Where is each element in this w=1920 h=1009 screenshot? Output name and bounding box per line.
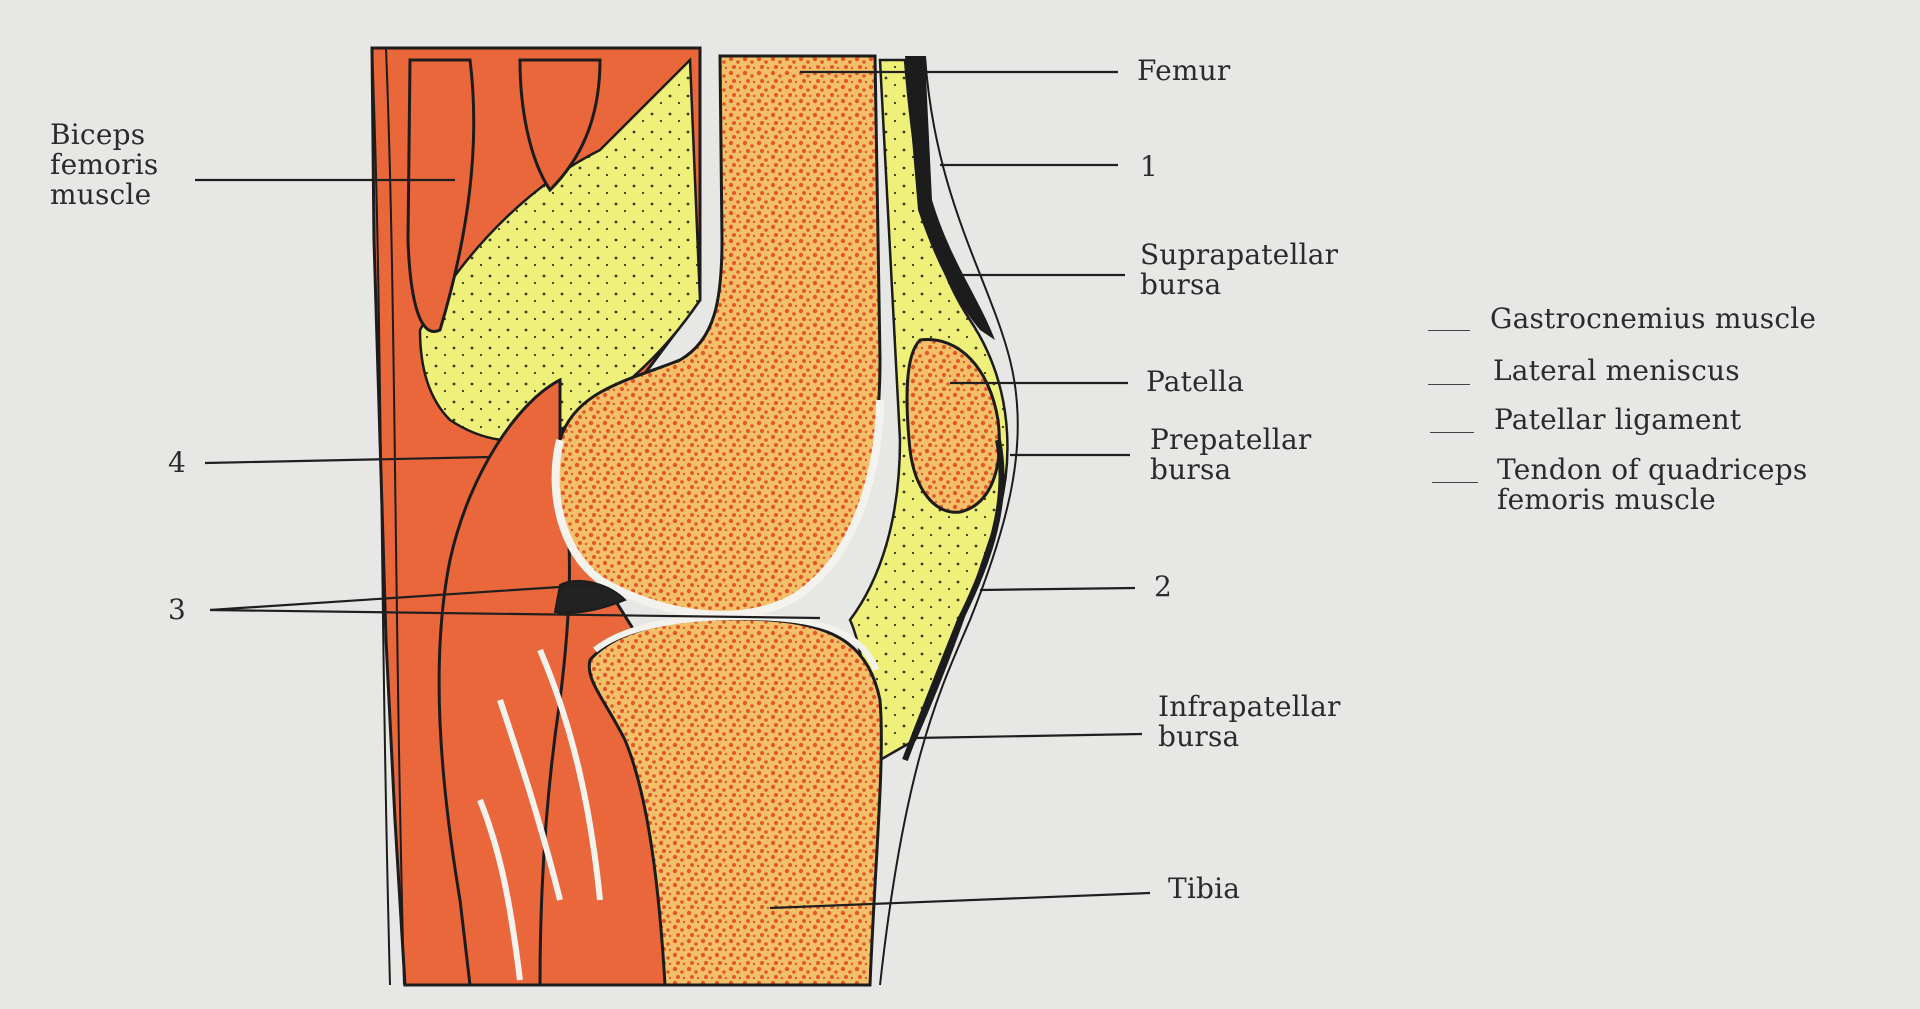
answer-patellar-ligament: Patellar ligament: [1494, 403, 1742, 436]
label-femur: Femur: [1137, 54, 1231, 87]
label-patella: Patella: [1146, 365, 1245, 398]
leader-3b: [209, 608, 821, 620]
leader-2: [979, 586, 1136, 592]
leader-lines: [195, 70, 1151, 910]
calf-tendon-strands: [477, 648, 603, 981]
label-biceps-femoris-muscle: Biceps femoris muscle: [50, 118, 159, 211]
label-infrapatellar-bursa: Infrapatellar bursa: [1158, 690, 1341, 753]
leader-tibia: [769, 891, 1151, 910]
answer-tendon-of-quadriceps-femoris-muscle: Tendon of quadriceps femoris muscle: [1497, 453, 1808, 516]
gastrocnemius-muscle: [437, 377, 571, 987]
label-number-1: 1: [1140, 150, 1159, 183]
leader-3a: [209, 583, 591, 612]
meniscus: [553, 580, 627, 614]
anterior-skin-outline: [879, 55, 1019, 986]
leader-infrapatellar: [914, 732, 1143, 740]
answer-blank-line: [1428, 384, 1470, 385]
label-number-4: 4: [168, 446, 187, 479]
answer-blank-line: [1430, 432, 1474, 433]
answer-gastrocnemius-muscle: Gastrocnemius muscle: [1490, 302, 1817, 335]
posterior-muscle-strip: [518, 58, 602, 193]
label-tibia: Tibia: [1168, 872, 1241, 905]
label-prepatellar-bursa: Prepatellar bursa: [1150, 423, 1312, 486]
answer-blank-line: [1428, 330, 1470, 331]
patellar-ligament: [902, 439, 1005, 762]
label-number-2: 2: [1154, 570, 1173, 603]
leader-4: [204, 455, 491, 465]
answer-blank-line: [1432, 482, 1478, 483]
biceps-femoris-belly: [406, 58, 476, 333]
answer-lateral-meniscus: Lateral meniscus: [1493, 354, 1740, 387]
posterior-skin-outline: [371, 47, 405, 986]
quadriceps-tendon: [905, 56, 995, 340]
label-suprapatellar-bursa: Suprapatellar bursa: [1140, 238, 1339, 301]
label-number-3: 3: [168, 593, 187, 626]
femoral-cartilage: [551, 399, 884, 619]
